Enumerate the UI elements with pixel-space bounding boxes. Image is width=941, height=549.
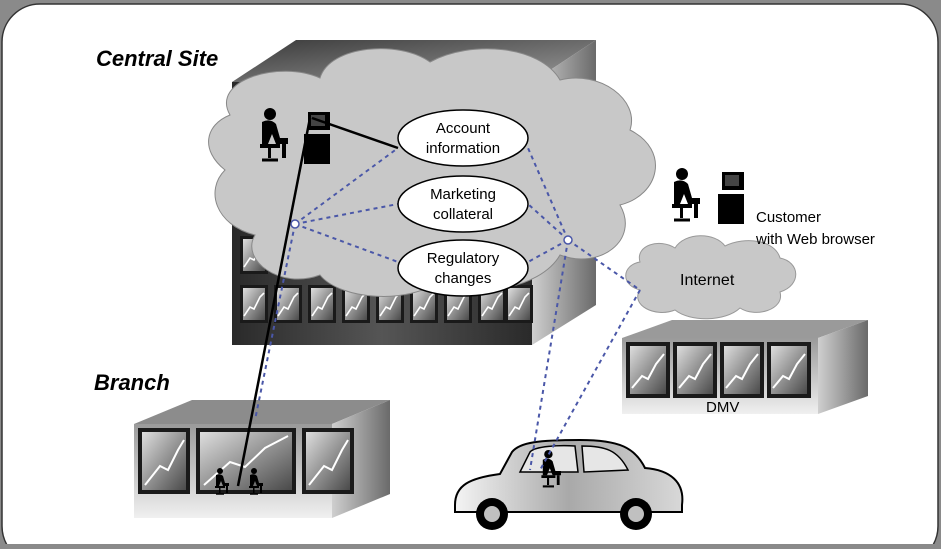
branch-leased-line bbox=[236, 117, 312, 487]
dmv-building bbox=[622, 320, 868, 414]
central-site-label: Central Site bbox=[96, 46, 218, 71]
info-item-line1: Marketing bbox=[430, 186, 496, 203]
info-item-line1: Account bbox=[436, 120, 491, 137]
mobile-car bbox=[454, 438, 684, 530]
internet-label: Internet bbox=[680, 272, 735, 289]
customer-label-line1: Customer bbox=[756, 209, 821, 226]
network-links bbox=[254, 147, 641, 471]
info-item-line2: collateral bbox=[433, 206, 493, 223]
branch-label: Branch bbox=[94, 370, 170, 395]
info-item-marketing: Marketing collateral bbox=[397, 175, 529, 233]
info-item-line2: changes bbox=[435, 270, 492, 287]
customer-label-line2: with Web browser bbox=[755, 231, 875, 248]
remote-hub-node bbox=[563, 235, 573, 245]
central-hub-node bbox=[290, 219, 300, 229]
branch-building bbox=[134, 400, 390, 518]
info-item-account: Account information bbox=[397, 109, 529, 167]
internet-cloud bbox=[625, 235, 797, 320]
info-item-regulatory: Regulatory changes bbox=[397, 239, 529, 297]
dmv-label: DMV bbox=[706, 399, 739, 416]
info-item-line2: information bbox=[426, 140, 500, 157]
info-item-line1: Regulatory bbox=[427, 250, 500, 267]
central-operator-link bbox=[311, 116, 399, 150]
